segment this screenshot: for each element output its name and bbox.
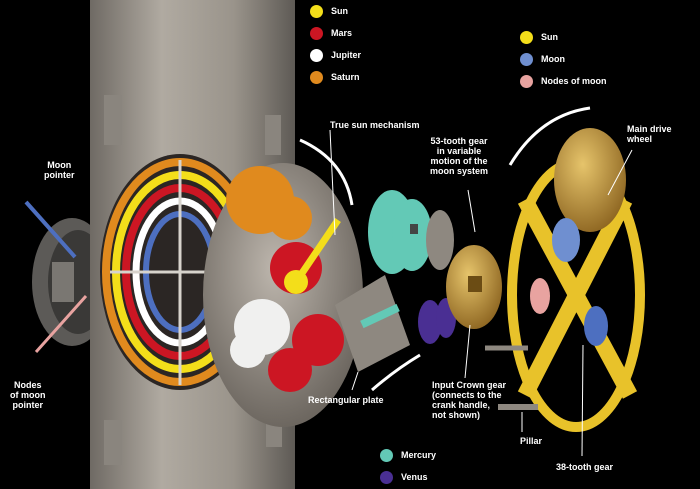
label-main-drive: Main drive wheel <box>627 124 672 144</box>
label-moon-pointer: Moon pointer <box>44 160 75 180</box>
true-sun-mechanism <box>203 163 363 427</box>
legend-item-nodes: Nodes of moon <box>520 70 607 92</box>
legend-item-mars: Mars <box>310 22 361 44</box>
legend-planets: Sun Mars Jupiter Saturn <box>310 0 361 88</box>
pillar <box>498 404 538 410</box>
legend-label: Sun <box>331 6 348 16</box>
nodes-swatch <box>520 74 533 88</box>
label-nodes-pointer: Nodes of moon pointer <box>10 380 46 410</box>
legend-label: Sun <box>541 32 558 42</box>
legend-moon: Sun Moon Nodes of moon <box>520 26 607 92</box>
legend-label: Venus <box>401 472 428 482</box>
input-crown-gear <box>446 245 502 329</box>
sun-swatch <box>310 4 323 18</box>
jupiter-swatch <box>310 48 323 62</box>
legend-label: Jupiter <box>331 50 362 60</box>
arc-main-drive <box>508 106 591 166</box>
leader-lines <box>329 129 633 457</box>
legend-label: Nodes of moon <box>541 76 607 86</box>
legend-item-moon: Moon <box>520 48 607 70</box>
nodes-pointer <box>34 295 88 353</box>
legend-label: Mercury <box>401 450 437 460</box>
moon-swatch <box>520 52 533 66</box>
legend-label: Moon <box>541 54 565 64</box>
arc-rect-plate <box>371 353 421 392</box>
mars-swatch <box>310 26 323 40</box>
label-crown-gear: Input Crown gear (connects to the crank … <box>432 380 506 420</box>
legend-item-venus: Venus <box>380 466 436 488</box>
venus-swatch <box>380 470 393 484</box>
label-true-sun: True sun mechanism <box>330 120 420 130</box>
label-38-tooth-gear: 38-tooth gear <box>556 462 614 472</box>
legend-label: Saturn <box>331 72 360 82</box>
main-drive-wheel <box>507 128 645 432</box>
label-53-tooth-gear: 53-tooth gear in variable motion of the … <box>430 136 489 176</box>
legend-item-sun: Sun <box>310 0 361 22</box>
legend-item-sun-2: Sun <box>520 26 607 48</box>
legend-item-jupiter: Jupiter <box>310 44 361 66</box>
legend-item-saturn: Saturn <box>310 66 361 88</box>
legend-item-mercury: Mercury <box>380 444 436 466</box>
mercury-swatch <box>380 448 393 462</box>
sun-swatch <box>520 30 533 44</box>
label-rectangular-plate: Rectangular plate <box>308 395 384 405</box>
legend-label: Mars <box>331 28 353 38</box>
arc-true-sun <box>299 138 354 206</box>
moon-pointer <box>24 200 77 259</box>
rectangular-plate <box>335 275 410 372</box>
label-pillar: Pillar <box>520 436 543 446</box>
saturn-swatch <box>310 70 323 84</box>
legend-inner: Mercury Venus <box>380 444 436 488</box>
